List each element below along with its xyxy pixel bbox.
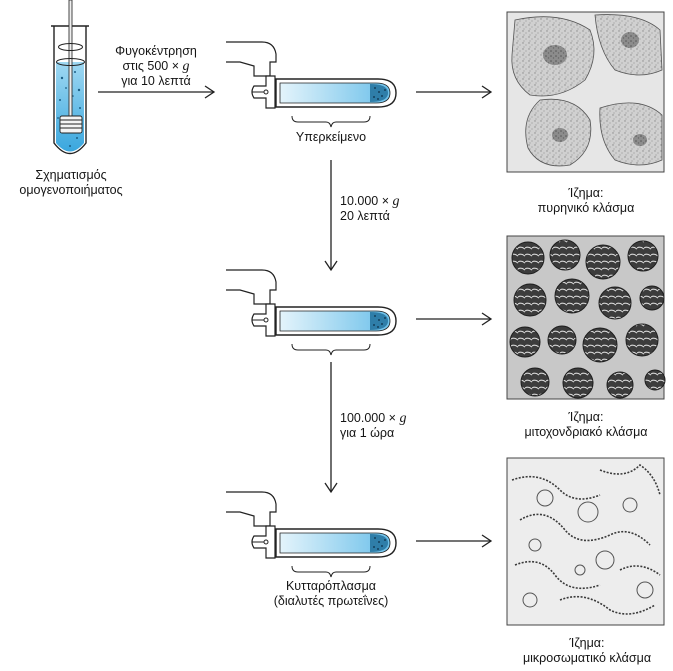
pellet-microsomal-caption: Ίζημα: μικροσωματικό κλάσμα — [522, 636, 652, 665]
arrow-to-centrifuge-1 — [98, 85, 216, 99]
arrow-down-2 — [324, 362, 338, 494]
centrifuge-tube-2 — [226, 269, 397, 356]
arrow-down-1 — [324, 160, 338, 272]
cytoplasm-label: Κυτταρόπλασμα (διαλυτές πρωτεΐνες) — [273, 579, 389, 608]
step1-conditions-label: Φυγοκέντρηση στις 500 × g για 10 λεπτά — [115, 44, 197, 88]
step3-conditions-label: 100.000 × g για 1 ώρα — [340, 411, 407, 440]
micrograph-nuclear — [506, 11, 665, 173]
centrifuge-tube-3 — [226, 491, 397, 578]
pellet-nuclear-caption: Ίζημα: πυρηνικό κλάσμα — [537, 186, 635, 215]
micrograph-mitochondrial — [506, 235, 666, 400]
arrow-to-micrograph-1 — [416, 85, 493, 99]
arrow-to-micrograph-2 — [416, 312, 493, 326]
micrograph-microsomal — [506, 457, 665, 626]
supernatant-label: Υπερκείμενο — [295, 130, 367, 144]
centrifuge-tube-1 — [226, 41, 397, 128]
step2-conditions-label: 10.000 × g 20 λεπτά — [340, 194, 400, 223]
pellet-mitochondrial-caption: Ίζημα: μιτοχονδριακό κλάσμα — [524, 410, 648, 439]
homogenizer-tube-icon — [51, 0, 89, 155]
homogenate-label: Σχηματισμός ομογενοποιήματος — [19, 168, 123, 197]
arrow-to-micrograph-3 — [416, 534, 493, 548]
